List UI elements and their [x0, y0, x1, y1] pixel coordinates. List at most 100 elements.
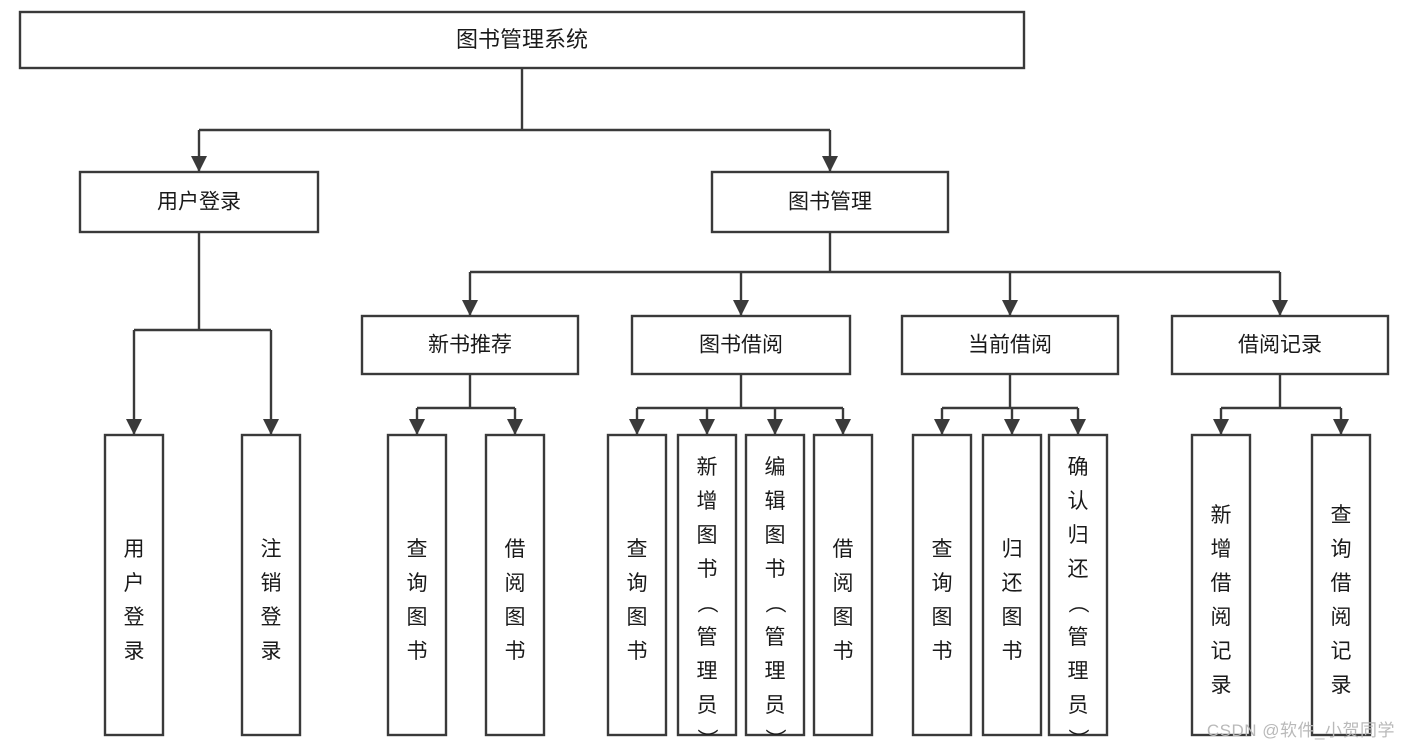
node-label-char: 归 — [1002, 538, 1023, 561]
arrow-head-icon — [191, 156, 207, 172]
arrow-head-icon — [263, 419, 279, 435]
node-新书推荐[interactable]: 新书推荐 — [360, 314, 580, 376]
node-label-char: 编 — [765, 456, 786, 479]
arrow-head-icon — [1004, 419, 1020, 435]
node-图书管理[interactable]: 图书管理 — [710, 170, 950, 234]
arrow-head-icon — [1070, 419, 1086, 435]
node-label-char: 图 — [697, 524, 718, 547]
node-当前借阅[interactable]: 当前借阅 — [900, 314, 1120, 376]
node-label-char: 图 — [833, 606, 854, 629]
node-label-char: 录 — [261, 640, 282, 663]
node-box — [900, 314, 1120, 376]
node-label: 借阅记录 — [1238, 334, 1322, 357]
node-label-char: 阅 — [1331, 606, 1352, 629]
arrow-head-icon — [934, 419, 950, 435]
node-label-char: 录 — [1331, 674, 1352, 697]
node-label: 图书管理系统 — [456, 27, 588, 52]
node-label-char: 借 — [833, 538, 854, 561]
node-label-char: 增 — [1211, 538, 1232, 561]
node-label-char: 图 — [627, 606, 648, 629]
node-label-char: 新 — [697, 456, 718, 479]
node-label-char: 销 — [261, 572, 282, 595]
node-label-char: 书 — [627, 640, 648, 663]
node-label-char: 询 — [932, 572, 953, 595]
node-label-char: 录 — [124, 640, 145, 663]
node-label-char: ） — [1066, 729, 1089, 747]
node-label-char: 员 — [1068, 694, 1089, 717]
node-label-char: 归 — [1068, 524, 1089, 547]
node-label-char: 询 — [407, 572, 428, 595]
node-box — [744, 433, 806, 737]
node-label-char: 还 — [1002, 572, 1023, 595]
node-box — [1190, 433, 1252, 737]
node-box — [1310, 433, 1372, 737]
arrow-head-icon — [126, 419, 142, 435]
node-label-char: 认 — [1068, 490, 1089, 513]
node-label: 新书推荐 — [428, 334, 512, 357]
node-label-char: 户 — [124, 572, 145, 595]
node-label-char: 查 — [932, 538, 953, 561]
node-label: 图书借阅 — [699, 334, 783, 357]
node-label-char: 理 — [1068, 660, 1089, 683]
node-label-char: 图 — [407, 606, 428, 629]
node-box — [710, 170, 950, 234]
node-label-char: 借 — [1211, 572, 1232, 595]
node-box — [18, 10, 1026, 70]
node-label-char: 书 — [407, 640, 428, 663]
arrow-head-icon — [409, 419, 425, 435]
node-label-char: 阅 — [1211, 606, 1232, 629]
node-box — [911, 433, 973, 737]
node-label-char: 书 — [697, 558, 718, 581]
arrow-head-icon — [699, 419, 715, 435]
node-用户登录[interactable]: 用户登录 — [103, 433, 165, 737]
node-label-char: 借 — [505, 538, 526, 561]
arrow-head-icon — [629, 419, 645, 435]
node-label-char: 书 — [932, 640, 953, 663]
csdn-watermark: CSDN @软件_小贺同学 — [1206, 721, 1395, 740]
node-label: 图书管理 — [788, 191, 872, 214]
node-label-char: 确 — [1068, 456, 1089, 479]
node-图书管理系统[interactable]: 图书管理系统 — [18, 10, 1026, 70]
node-label-char: 管 — [697, 626, 718, 649]
node-box — [484, 433, 546, 737]
arrow-head-icon — [767, 419, 783, 435]
arrow-head-icon — [1002, 300, 1018, 316]
node-label-char: 员 — [765, 694, 786, 717]
connector-layer — [126, 68, 1349, 435]
node-label-char: 图 — [1002, 606, 1023, 629]
node-label-char: 记 — [1211, 640, 1232, 663]
node-label-char: 记 — [1331, 640, 1352, 663]
node-box — [812, 433, 874, 737]
node-图书借阅[interactable]: 图书借阅 — [630, 314, 852, 376]
node-box — [78, 170, 320, 234]
node-box — [1047, 433, 1109, 737]
node-label-char: 图 — [765, 524, 786, 547]
arrow-head-icon — [1272, 300, 1288, 316]
node-label-char: 管 — [1068, 626, 1089, 649]
node-label: 用户登录 — [157, 191, 241, 214]
node-label-char: 注 — [261, 538, 282, 561]
node-label-char: （ — [1066, 593, 1089, 614]
node-label-char: ） — [763, 729, 786, 747]
node-借阅记录[interactable]: 借阅记录 — [1170, 314, 1390, 376]
node-用户登录[interactable]: 用户登录 — [78, 170, 320, 234]
node-box — [1170, 314, 1390, 376]
node-label-char: 询 — [1331, 538, 1352, 561]
arrow-head-icon — [835, 419, 851, 435]
node-label-char: 登 — [261, 606, 282, 629]
node-label-char: 书 — [833, 640, 854, 663]
